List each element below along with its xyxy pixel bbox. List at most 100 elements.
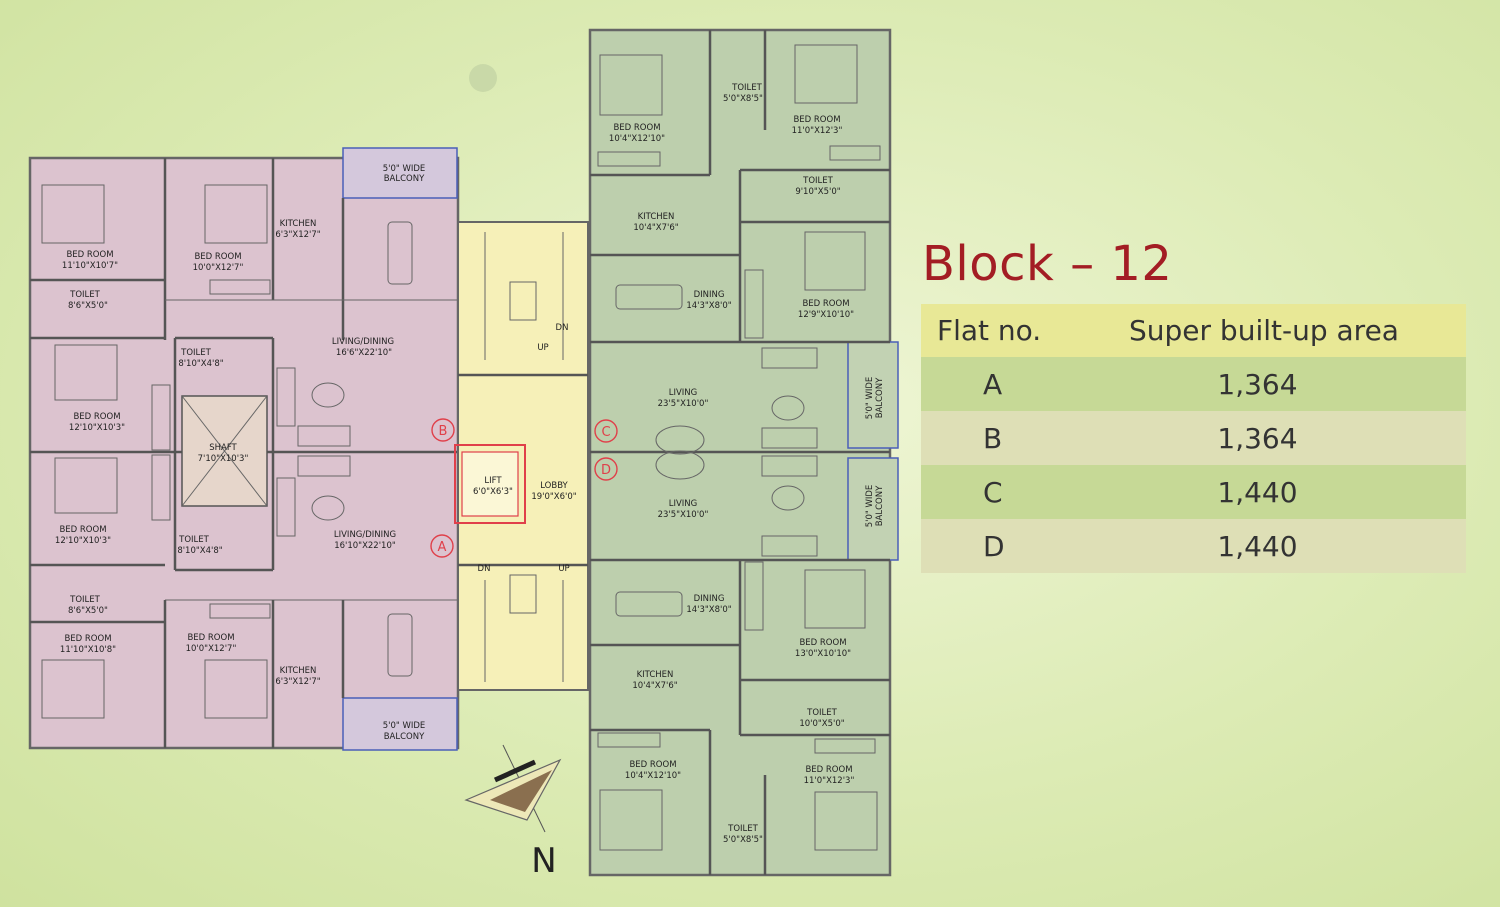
room-label: 5'0" WIDE	[383, 164, 426, 174]
room-label: 8'6"X5'0"	[68, 606, 108, 616]
room-label: 11'10"X10'7"	[62, 261, 118, 271]
svg-text:C: C	[601, 425, 610, 440]
area-table: Flat no. Super built-up area A 1,364 B 1…	[921, 304, 1466, 573]
room-label: 8'6"X5'0"	[68, 301, 108, 311]
room-label: BED ROOM	[73, 412, 120, 422]
room-label: SHAFT	[209, 443, 237, 453]
room-label: BED ROOM	[194, 252, 241, 262]
room-label: 23'5"X10'0"	[658, 510, 709, 520]
room-label: LIVING	[669, 499, 698, 509]
room-label: BALCONY	[384, 732, 425, 742]
room-label: 12'9"X10'10"	[798, 310, 854, 320]
balcony-top-left	[342, 147, 458, 199]
room-label: BED ROOM	[802, 299, 849, 309]
room-label: BED ROOM	[66, 250, 113, 260]
svg-text:D: D	[601, 463, 611, 478]
room-label: 14'3"X8'0"	[686, 605, 731, 615]
room-label: BED ROOM	[799, 638, 846, 648]
room-label: BALCONY	[384, 174, 425, 184]
room-label: BED ROOM	[187, 633, 234, 643]
room-label: 10'4"X7'6"	[632, 681, 677, 691]
room-label: 8'10"X4'8"	[177, 546, 222, 556]
room-label: BALCONY	[875, 485, 885, 526]
room-label: 14'3"X8'0"	[686, 301, 731, 311]
room-label: 13'0"X10'10"	[795, 649, 851, 659]
table-row: B 1,364	[921, 411, 1466, 465]
room-label: BED ROOM	[805, 765, 852, 775]
svg-text:B: B	[439, 424, 448, 439]
compass-label: N	[531, 841, 556, 881]
room-label: DN	[478, 564, 491, 574]
svg-text:A: A	[438, 540, 447, 555]
table-row: C 1,440	[921, 465, 1466, 519]
room-label: TOILET	[731, 83, 762, 93]
header-area: Super built-up area	[1109, 304, 1466, 357]
room-label: BED ROOM	[613, 123, 660, 133]
flat-cell: A	[921, 357, 1109, 411]
room-label: LIVING/DINING	[332, 337, 394, 347]
room-label: 12'10"X10'3"	[69, 423, 125, 433]
lift-shaft	[454, 444, 526, 524]
flat-cell: D	[921, 519, 1109, 573]
room-label: KITCHEN	[280, 219, 317, 229]
room-label: TOILET	[180, 348, 211, 358]
area-cell: 1,440	[1109, 519, 1466, 573]
room-label: 16'10"X22'10"	[334, 541, 396, 551]
room-label: LIVING	[669, 388, 698, 398]
room-label: BED ROOM	[59, 525, 106, 535]
table-row: D 1,440	[921, 519, 1466, 573]
room-label: 5'0" WIDE	[383, 721, 426, 731]
room-label: 10'0"X5'0"	[799, 719, 844, 729]
room-label: 16'6"X22'10"	[336, 348, 392, 358]
right-wing	[588, 28, 899, 877]
room-label: 10'4"X12'10"	[609, 134, 665, 144]
room-label: BED ROOM	[629, 760, 676, 770]
room-label: UP	[537, 343, 548, 353]
room-label: 5'0" WIDE	[865, 377, 875, 420]
room-label: TOILET	[69, 595, 100, 605]
block-title: Block – 12	[922, 236, 1173, 292]
room-label: 6'0"X6'3"	[473, 487, 513, 497]
room-label: BED ROOM	[793, 115, 840, 125]
room-label: DINING	[694, 594, 725, 604]
room-label: LIFT	[484, 476, 502, 486]
decor-dot	[469, 64, 497, 92]
table-row: A 1,364	[921, 357, 1466, 411]
flat-marker-d: D	[594, 457, 618, 481]
room-label: BED ROOM	[64, 634, 111, 644]
room-label: 10'0"X12'7"	[193, 263, 244, 273]
area-table-header: Flat no. Super built-up area	[921, 304, 1466, 357]
room-label: LIVING/DINING	[334, 530, 396, 540]
flat-marker-c: C	[594, 419, 618, 443]
room-label: 11'0"X12'3"	[804, 776, 855, 786]
north-arrow-icon	[464, 744, 562, 833]
room-label: 7'10"X10'3"	[198, 454, 249, 464]
core	[454, 221, 589, 691]
room-label: 19'0"X6'0"	[531, 492, 576, 502]
flat-cell: B	[921, 411, 1109, 465]
room-label: 8'10"X4'8"	[178, 359, 223, 369]
room-label: TOILET	[178, 535, 209, 545]
room-label: TOILET	[69, 290, 100, 300]
room-label: KITCHEN	[638, 212, 675, 222]
area-cell: 1,364	[1109, 411, 1466, 465]
room-label: TOILET	[806, 708, 837, 718]
floor-plan: B A C D 5'0" WIDE BALCONY BED ROOM 11'10…	[28, 28, 899, 881]
room-label: 9'10"X5'0"	[795, 187, 840, 197]
room-label: KITCHEN	[280, 666, 317, 676]
room-labels: 5'0" WIDE BALCONY BED ROOM 11'10"X10'7" …	[55, 83, 885, 845]
room-label: 5'0" WIDE	[865, 485, 875, 528]
room-label: 10'4"X12'10"	[625, 771, 681, 781]
room-label: 10'4"X7'6"	[633, 223, 678, 233]
area-cell: 1,440	[1109, 465, 1466, 519]
area-cell: 1,364	[1109, 357, 1466, 411]
room-label: DINING	[694, 290, 725, 300]
room-label: TOILET	[727, 824, 758, 834]
flat-cell: C	[921, 465, 1109, 519]
room-label: KITCHEN	[637, 670, 674, 680]
room-label: 6'3"X12'7"	[275, 230, 320, 240]
room-label: 6'3"X12'7"	[275, 677, 320, 687]
room-label: BALCONY	[875, 377, 885, 418]
balcony-top-right	[847, 341, 899, 449]
room-label: UP	[558, 564, 569, 574]
